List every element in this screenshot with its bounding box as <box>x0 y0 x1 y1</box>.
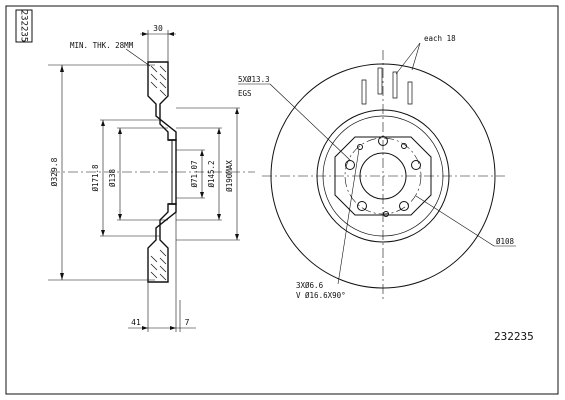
diameter-138-label: Ø138 <box>108 168 117 187</box>
egs-label: EGS <box>238 89 252 98</box>
arrow-329-top <box>60 65 64 72</box>
vane-hatching-top <box>150 65 167 97</box>
pcd-label: Ø108 <box>496 237 515 246</box>
thread-hole <box>357 144 363 150</box>
disc-ring-bottom <box>147 203 177 283</box>
countersink-label: V Ø16.6X90° <box>296 291 346 300</box>
centre-bore <box>359 152 407 200</box>
diameter-171-label: Ø171.8 <box>91 164 100 192</box>
offset-41-label: 41 <box>131 318 141 327</box>
bolt-hole <box>345 160 355 170</box>
vents-label: each 18 <box>424 34 456 43</box>
min-thickness-leader <box>125 48 151 67</box>
front-view: each 18 5XØ13.3 EGS Ø108 3XØ6.6 V Ø16.6X… <box>238 34 516 302</box>
thread-holes-leader <box>337 148 360 285</box>
title-block-frame <box>15 9 33 43</box>
pcd-leader <box>415 195 495 247</box>
thread-hole <box>383 211 389 217</box>
vent-slots <box>361 67 413 105</box>
bolt-hole <box>411 160 421 170</box>
section-view: Ø329.8 <box>48 24 255 332</box>
title-part-number: 232235 <box>19 10 29 43</box>
hub-face <box>334 136 432 216</box>
min-thickness-label: MIN. THK. 28MM <box>70 41 134 50</box>
thread-hole <box>401 143 407 149</box>
bolt-hole <box>399 201 409 211</box>
bolt-hole <box>378 136 388 146</box>
vents-leader-1 <box>395 42 421 75</box>
bolt-hole <box>357 201 367 211</box>
diameter-71-label: Ø71.07 <box>190 160 199 187</box>
thread-holes <box>357 143 407 217</box>
outer-diameter-label: Ø329.8 <box>49 157 59 186</box>
diameter-145-label: Ø145.2 <box>207 160 216 187</box>
bolt-holes-leader <box>269 83 351 161</box>
drawing-border <box>5 5 559 395</box>
friction-inner-edge <box>316 109 450 243</box>
thickness-30-label: 30 <box>153 24 163 33</box>
bolt-holes-label: 5XØ13.3 <box>238 75 270 84</box>
part-number-stamp: 232235 <box>494 330 534 343</box>
bolt-holes <box>345 136 421 211</box>
vane-hatching-bottom <box>150 249 167 281</box>
title-block: 232235 <box>15 9 33 43</box>
arrow-329-bottom <box>60 273 64 280</box>
offset-7-label: 7 <box>185 318 190 327</box>
hat-outer-edge <box>322 115 444 237</box>
vents-leader-2 <box>411 42 421 71</box>
disc-outer-edge <box>270 63 496 289</box>
thread-holes-label: 3XØ6.6 <box>296 281 324 290</box>
diameter-190-label: Ø190MAX <box>225 160 234 192</box>
